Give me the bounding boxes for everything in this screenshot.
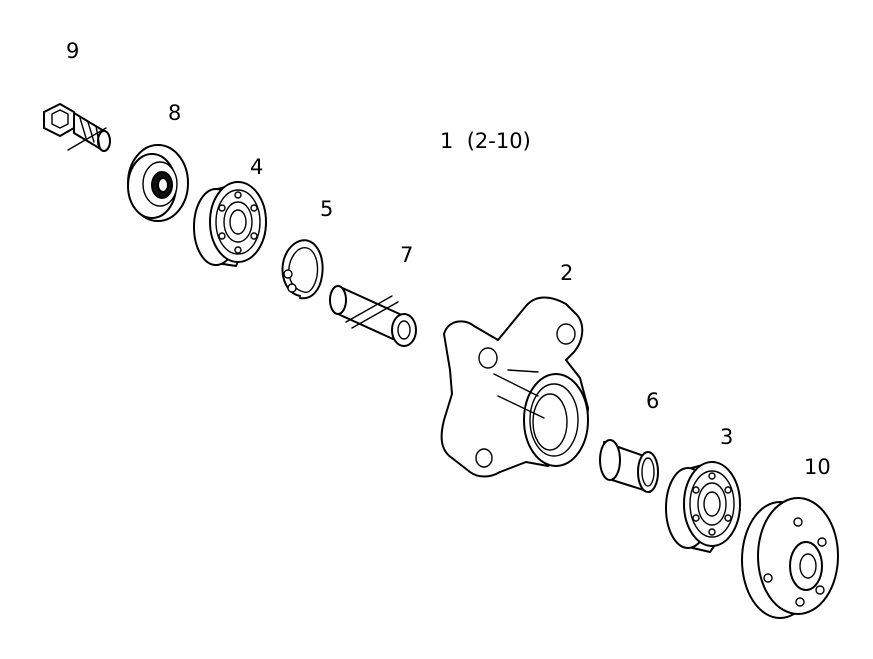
circlip-part-5 <box>281 239 324 300</box>
seal-part-8 <box>127 144 189 222</box>
bushing-part-6 <box>599 439 659 493</box>
callout-3: 3 <box>720 425 733 449</box>
callout-7: 7 <box>400 243 413 267</box>
callout-2: 2 <box>560 261 573 285</box>
callout-8: 8 <box>168 101 181 125</box>
bolt-part-9 <box>43 103 111 152</box>
assembly-label: 1 (2-10) <box>440 129 531 153</box>
hub-part-10 <box>741 497 839 619</box>
callout-4: 4 <box>250 155 263 179</box>
callout-10: 10 <box>804 455 831 479</box>
bearing-part-3 <box>665 461 741 553</box>
callout-6: 6 <box>646 389 659 413</box>
shaft-part-7 <box>329 285 417 347</box>
callout-9: 9 <box>66 39 79 63</box>
housing-part-2 <box>440 296 589 478</box>
callout-5: 5 <box>320 197 333 221</box>
bearing-part-4 <box>193 181 267 267</box>
